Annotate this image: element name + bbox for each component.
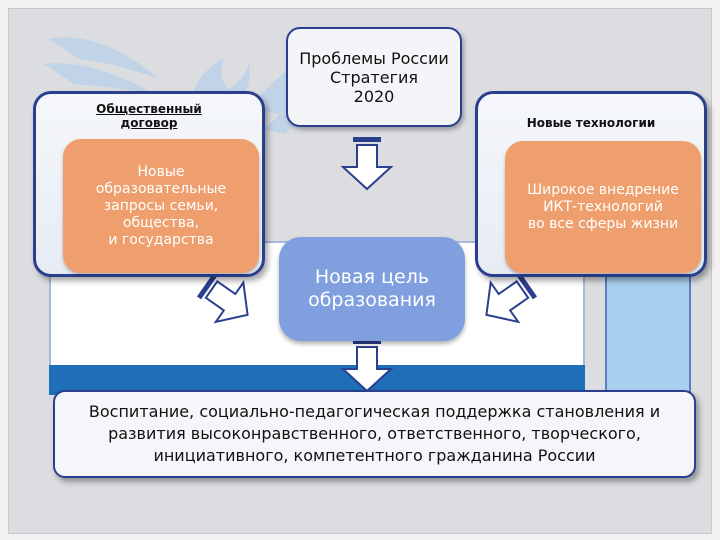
upbringing-box: Воспитание, социально-педагогическая под… xyxy=(53,390,696,478)
new-technologies-label: Новые технологии xyxy=(526,116,656,130)
education-requests-box: Новые образовательные запросы семьи, общ… xyxy=(63,139,259,273)
problems-strategy-box: Проблемы России Стратегия 2020 xyxy=(286,27,462,127)
arrow-down-bottom xyxy=(342,338,392,392)
ict-adoption-box: Широкое внедрение ИКТ-технологий во все … xyxy=(505,141,701,273)
new-education-goal-box: Новая цель образования xyxy=(279,237,465,341)
arrow-down-top xyxy=(342,136,392,190)
social-contract-label: Общественный договор xyxy=(96,102,202,130)
problems-strategy-text: Проблемы России Стратегия 2020 xyxy=(299,48,449,106)
slide: Проблемы России Стратегия 2020 Обществен… xyxy=(8,8,712,534)
upbringing-text: Воспитание, социально-педагогическая под… xyxy=(88,402,661,465)
